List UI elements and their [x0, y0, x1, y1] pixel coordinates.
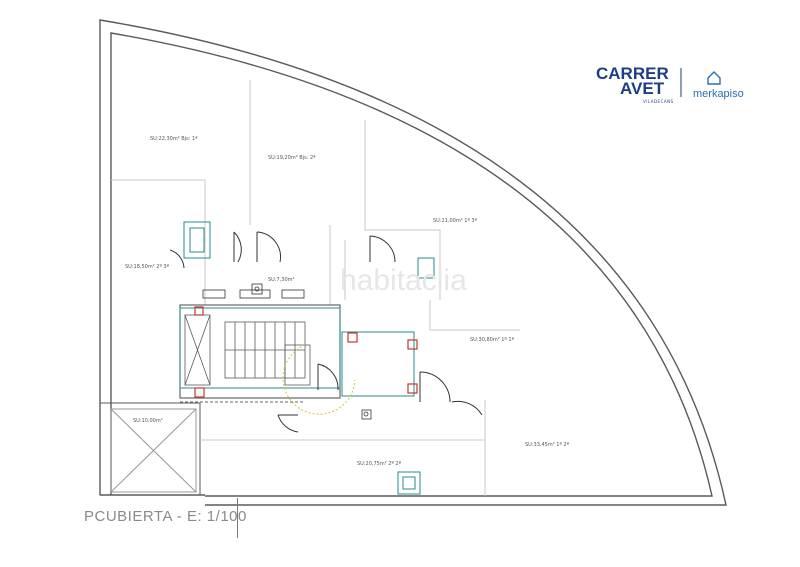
- stair-core: [179, 304, 341, 399]
- plan-caption: PCUBIERTA - E: 1/100: [84, 508, 247, 525]
- partner-logo: merkapiso: [693, 88, 744, 100]
- room-label: SU:18,50m² 2º 3ª: [125, 264, 170, 270]
- logo-line-2: AVET: [620, 79, 665, 98]
- room-label: SU:21,00m² 1º 3ª: [433, 218, 478, 224]
- red-markers: [194, 306, 418, 398]
- fixtures: [180, 283, 372, 420]
- caption-divider: [237, 498, 238, 538]
- room-labels: SU:22,30m² Bjs: 1ª SU:19,20m² Bjs: 2ª SU…: [125, 136, 570, 467]
- brand-logo: CARRER AVET VILADECANS merkapiso: [596, 64, 744, 104]
- room-label: SU:30,80m² 1º 1ª: [470, 337, 515, 343]
- logo-subtitle: VILADECANS: [643, 99, 674, 104]
- room-label: SU:10,00m²: [133, 418, 163, 424]
- room-label: SU:19,20m² Bjs: 2ª: [268, 155, 316, 161]
- house-icon: [707, 71, 721, 85]
- room-label: SU:20,75m² 2º 2ª: [357, 461, 402, 467]
- room-label: SU:7,30m²: [268, 277, 295, 283]
- room-label: SU:33,45m² 1º 2ª: [525, 442, 570, 448]
- doors: [169, 231, 483, 433]
- storage-room: [99, 402, 201, 496]
- room-label: SU:22,30m² Bjs: 1ª: [150, 136, 198, 142]
- logo-line-1: CARRER: [596, 64, 669, 83]
- teal-outlines: [179, 221, 435, 495]
- watermark: habitaclia: [340, 264, 467, 297]
